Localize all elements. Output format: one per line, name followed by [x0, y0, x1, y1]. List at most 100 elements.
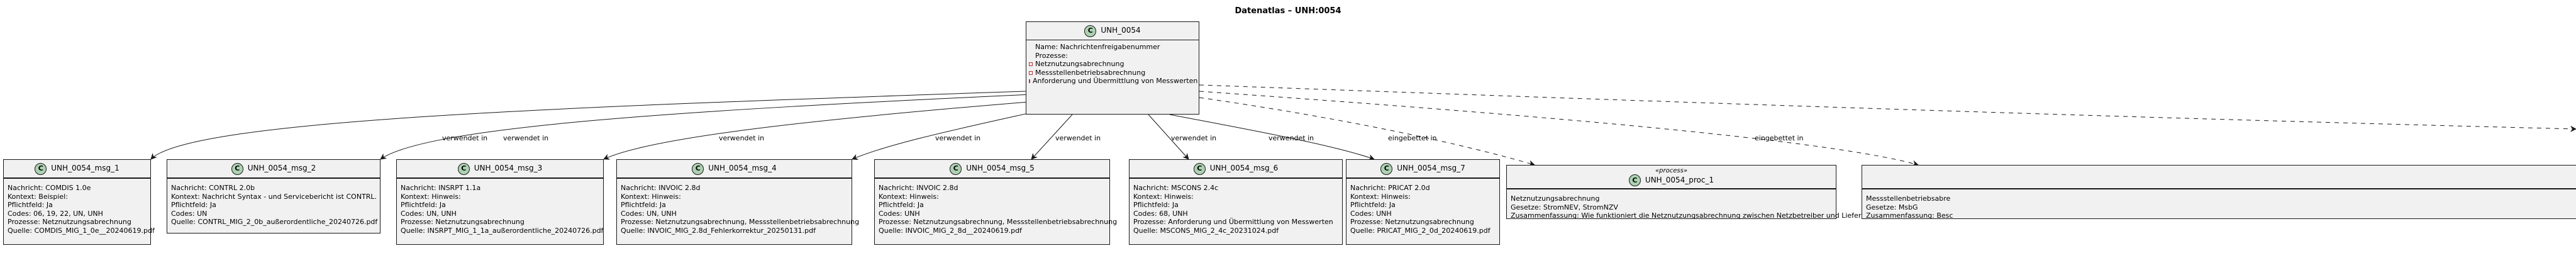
divider	[1130, 178, 1342, 184]
center-field: Name: Nachrichtenfreigabenummer	[1035, 43, 1160, 51]
center-field: Prozesse:	[1035, 51, 1068, 60]
used-in-label: verwendet in	[719, 134, 765, 142]
center-class-name: UNH_0054	[1101, 26, 1141, 35]
embedded-in-edge	[1199, 97, 1535, 167]
message-class[interactable]: C UNH_0054_msg_1 Nachricht: COMDIS 1.0e K…	[3, 159, 155, 245]
message-line: Kontext: Hinweis:	[401, 192, 461, 201]
used-in-label: verwendet in	[1171, 134, 1217, 142]
message-line: Prozesse: Netznutzungsabrechnung	[1350, 218, 1474, 227]
method-marker-icon	[1029, 79, 1030, 84]
message-line: Pflichtfeld: Ja	[171, 201, 216, 210]
message-line: Nachricht: MSCONS 2.4c	[1133, 184, 1219, 192]
message-line: Pflichtfeld: Ja	[401, 201, 446, 210]
class-c-icon: C	[1084, 25, 1097, 37]
message-class-header: C UNH_0054_msg_5	[875, 160, 1109, 178]
message-line: Kontext: Nachricht Syntax - und Serviceb…	[171, 192, 377, 201]
process-line: Messstellenbetriebsabre	[1866, 194, 1951, 203]
message-line: Nachricht: INVOIC 2.8d	[879, 184, 958, 192]
message-class-header: C UNH_0054_msg_2	[167, 160, 380, 178]
message-line: Quelle: INVOIC_MIG_2.8d_Fehlerkorrektur_…	[621, 226, 816, 235]
message-line: Prozesse: Netznutzungsabrechnung, Messst…	[621, 218, 860, 227]
message-class[interactable]: C UNH_0054_msg_2 Nachricht: CONTRL 2.0b K…	[167, 159, 380, 233]
class-c-icon: C	[457, 162, 470, 175]
message-line: Pflichtfeld: Ja	[8, 201, 53, 210]
used-in-edge	[1148, 114, 1189, 160]
center-method: Netznutzungsabrechnung	[1029, 60, 1195, 69]
message-line: Prozesse: Anforderung und Übermittlung v…	[1133, 218, 1333, 227]
message-line: Codes: UN, UNH	[621, 209, 677, 218]
embedded-in-edge	[1199, 91, 1919, 167]
message-class[interactable]: C UNH_0054_msg_7 Nachricht: PRICAT 2.0d K…	[1346, 159, 1500, 245]
embedded-in-edge	[1199, 84, 2576, 132]
message-class-name: UNH_0054_msg_1	[51, 164, 119, 173]
divider	[397, 178, 603, 184]
message-line: Kontext: Hinweis:	[879, 192, 939, 201]
message-line: Codes: UNH	[1350, 209, 1392, 218]
message-class-header: C UNH_0054_msg_3	[397, 160, 603, 178]
used-in-edge	[150, 91, 1026, 160]
process-class-header	[1862, 166, 2576, 189]
class-c-icon: C	[1193, 162, 1206, 175]
center-method-label: Netznutzungsabrechnung	[1035, 60, 1124, 69]
message-line: Quelle: INSRPT_MIG_1_1a_außerordentliche…	[401, 226, 604, 235]
embedded-in-label: eingebettet in	[1755, 134, 1804, 142]
class-c-icon: C	[950, 162, 962, 175]
method-marker-icon	[1029, 62, 1033, 66]
message-line: Prozesse: Netznutzungsabrechnung	[401, 218, 525, 227]
message-line: Kontext: Hinweis:	[621, 192, 681, 201]
message-line: Nachricht: CONTRL 2.0b	[171, 184, 255, 192]
used-in-label: verwendet in	[1269, 134, 1314, 142]
message-line: Kontext: Hinweis:	[1350, 192, 1411, 201]
message-class-header: C UNH_0054_msg_7	[1346, 160, 1499, 178]
message-line: Quelle: PRICAT_MIG_2_0d_20240619.pdf	[1350, 226, 1491, 235]
class-c-icon: C	[35, 162, 47, 175]
message-line: Pflichtfeld: Ja	[1133, 201, 1179, 210]
process-class-name: UNH_0054_proc_1	[1645, 175, 1714, 184]
used-in-label: verwendet in	[442, 134, 488, 142]
message-class-name: UNH_0054_msg_2	[247, 164, 316, 173]
center-class-header: C UNH_0054	[1026, 22, 1199, 40]
message-class-name: UNH_0054_msg_7	[1397, 164, 1465, 173]
message-line: Kontext: Hinweis:	[1133, 192, 1194, 201]
process-class[interactable]: Messstellenbetriebsabre Gesetze: MsbG Zu…	[1862, 165, 2576, 220]
message-line: Prozesse: Netznutzungsabrechnung, Messst…	[879, 218, 1118, 227]
center-method-label: Messstellenbetriebsabrechnung	[1035, 68, 1146, 77]
divider	[1862, 189, 2576, 194]
class-c-icon: C	[1380, 162, 1393, 175]
method-marker-icon	[1029, 70, 1033, 75]
message-line: Nachricht: PRICAT 2.0d	[1350, 184, 1430, 192]
center-method-label: Anforderung und Übermittlung von Messwer…	[1033, 77, 1198, 86]
center-class[interactable]: C UNH_0054 Name: Nachrichtenfreigabenumm…	[1026, 21, 1199, 115]
divider	[875, 178, 1109, 184]
message-line: Quelle: CONTRL_MIG_2_0b_außerordentliche…	[171, 218, 378, 227]
center-method: Messstellenbetriebsabrechnung	[1029, 69, 1195, 77]
message-class-name: UNH_0054_msg_3	[474, 164, 543, 173]
divider	[4, 178, 150, 184]
divider	[617, 178, 852, 184]
process-line: Gesetze: MsbG	[1866, 203, 1918, 211]
message-class[interactable]: C UNH_0054_msg_5 Nachricht: INVOIC 2.8d K…	[874, 159, 1118, 245]
message-line: Nachricht: COMDIS 1.0e	[8, 184, 91, 192]
diagram-title: Datenatlas – UNH:0054	[1235, 6, 1341, 16]
message-line: Codes: UN	[171, 209, 208, 218]
used-in-label: verwendet in	[503, 134, 549, 142]
process-stereotype: «process»	[1655, 167, 1687, 174]
process-line: Zusammenfassung: Wie funktioniert die Ne…	[1511, 211, 1877, 220]
process-line: Gesetze: StromNEV, StromNZV	[1511, 203, 1618, 211]
class-c-icon: C	[231, 162, 243, 175]
message-line: Kontext: Beispiel:	[8, 192, 68, 201]
divider	[167, 178, 380, 184]
message-line: Codes: 06, 19, 22, UN, UNH	[8, 209, 103, 218]
message-line: Prozesse: Netznutzungsabrechnung	[8, 218, 131, 227]
used-in-label: verwendet in	[935, 134, 981, 142]
message-line: Pflichtfeld: Ja	[621, 201, 666, 210]
embedded-in-label: eingebettet in	[1388, 134, 1437, 142]
message-class-name: UNH_0054_msg_5	[966, 164, 1035, 173]
